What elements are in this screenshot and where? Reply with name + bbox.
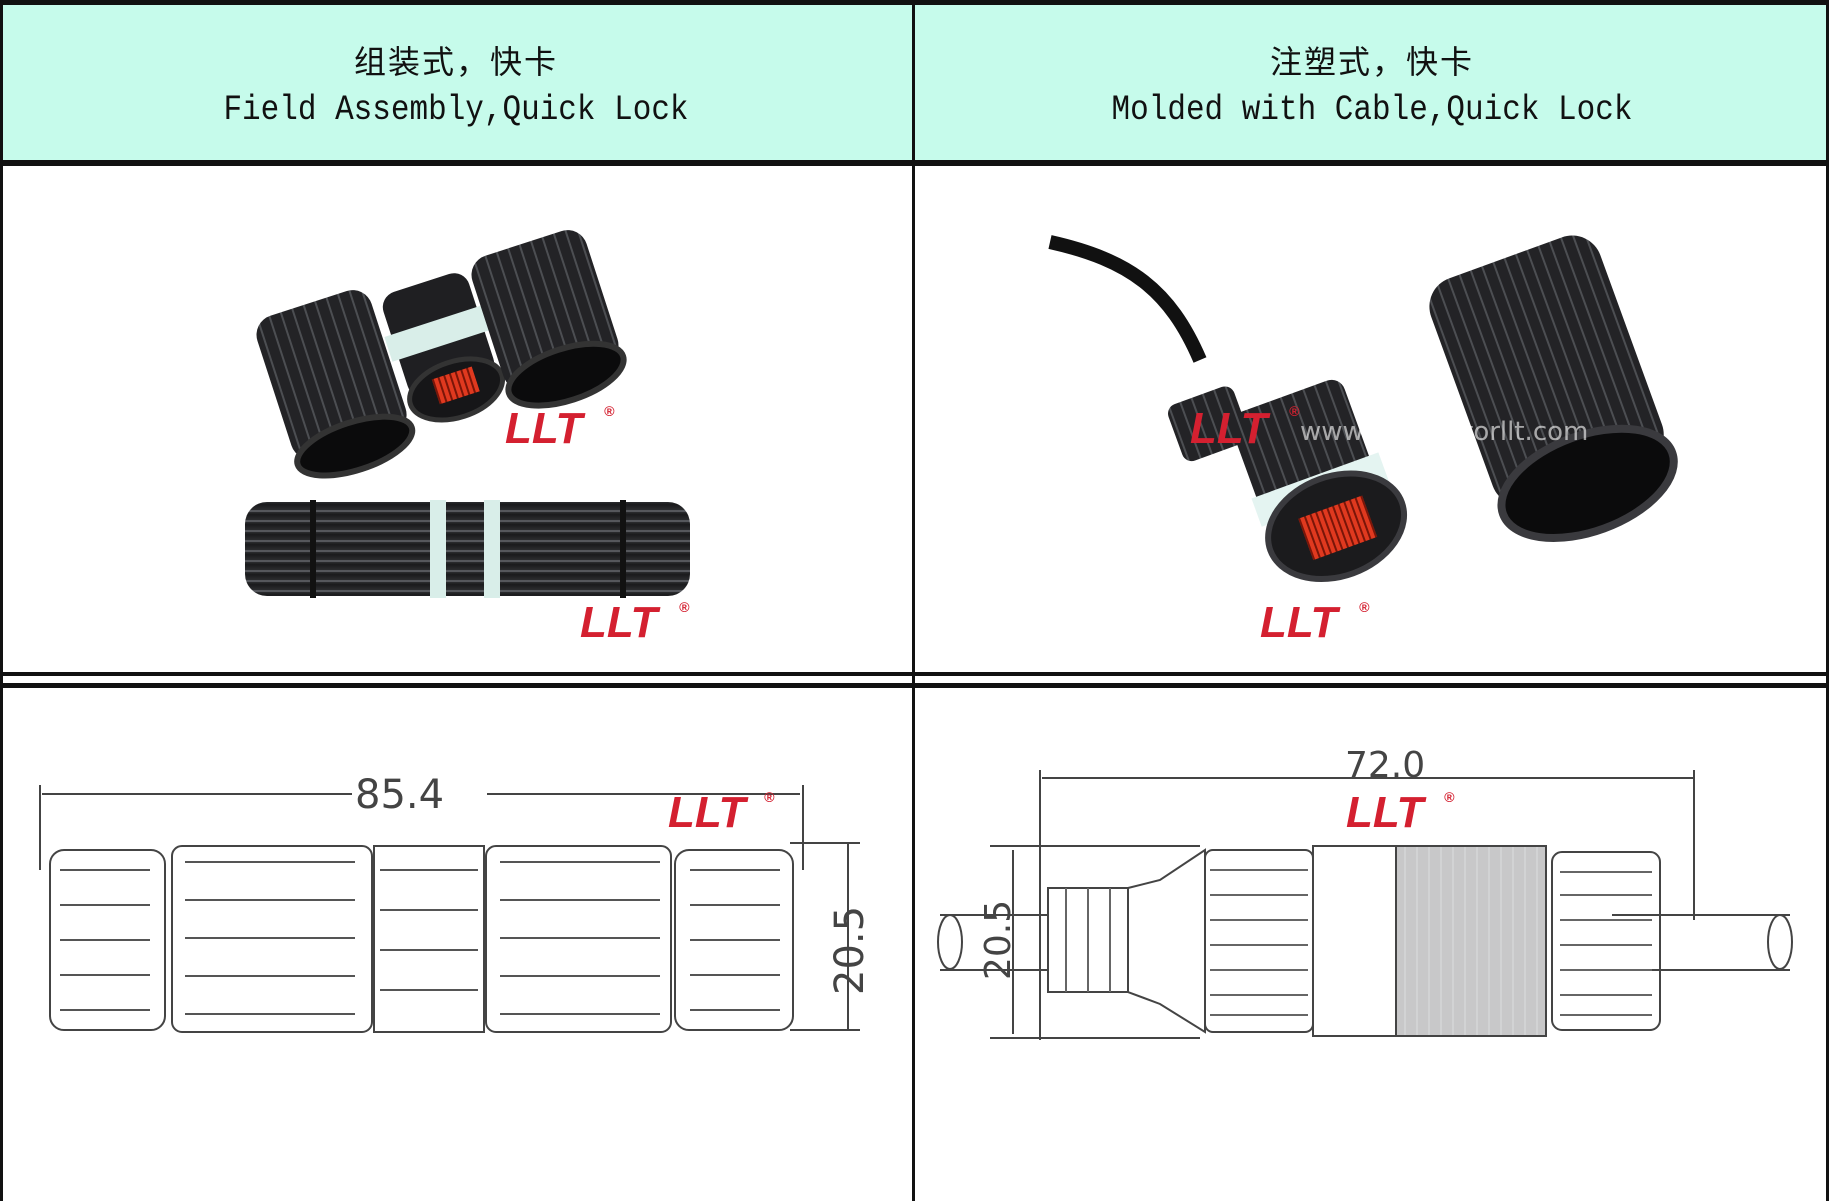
llt-logo: LLT [1190,404,1270,453]
header-field-assembly: 组装式，快卡 Field Assembly,Quick Lock [0,5,912,160]
diameter-label: 20.5 [978,900,1019,980]
registered-mark: ® [1444,789,1455,805]
jack-module [382,273,506,423]
header-en: Molded with Cable,Quick Lock [1111,90,1633,131]
left-border [0,0,3,1201]
molded-cap [1429,235,1678,542]
cap-right [471,230,627,409]
cable [1048,235,1207,363]
diameter-label: 20.5 [827,906,873,995]
photo-molded: www.connectorllt.com [1048,235,1678,583]
header-cn: 注塑式，快卡 [1269,43,1474,81]
molded-plug [1167,379,1408,583]
cap-left [256,290,416,479]
photo-field-assembly [245,230,690,598]
registered-mark: ® [764,789,775,805]
watermark: www.connectorllt.com [1300,417,1588,447]
llt-logo: LLT [580,598,660,647]
registered-mark: ® [679,599,690,615]
llt-logo: LLT [1346,788,1426,837]
header-molded: 注塑式，快卡 Molded with Cable,Quick Lock [915,5,1829,160]
right-border [1826,0,1829,1201]
registered-mark: ® [604,403,615,419]
length-label-85-4: 85.4 [355,772,444,818]
registered-mark: ® [1359,599,1370,615]
registered-mark: ® [1289,403,1300,419]
header-en: Field Assembly,Quick Lock [223,90,689,131]
llt-logo: LLT [668,788,748,837]
drawing-molded [937,770,1793,1040]
assembled-connector [245,500,690,598]
llt-logo: LLT [505,404,585,453]
length-label-72-0: 72.0 [1345,745,1425,786]
llt-logo: LLT [1260,598,1340,647]
column-divider [912,0,915,1201]
header-cn: 组装式，快卡 [353,43,558,81]
